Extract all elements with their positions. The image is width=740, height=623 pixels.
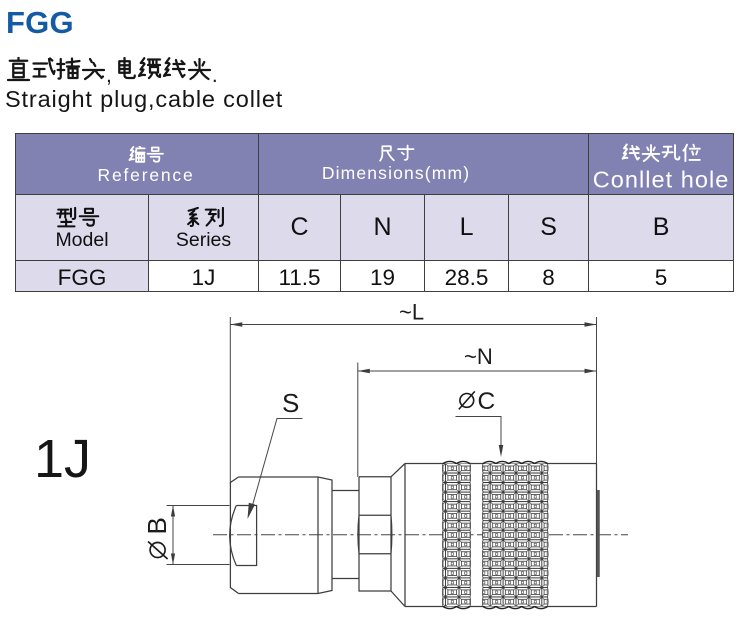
svg-text:~N: ~N: [464, 344, 493, 369]
svg-text:C: C: [478, 388, 496, 415]
svg-text:~L: ~L: [399, 300, 424, 325]
svg-text:B: B: [142, 517, 172, 534]
svg-text:S: S: [282, 388, 299, 418]
